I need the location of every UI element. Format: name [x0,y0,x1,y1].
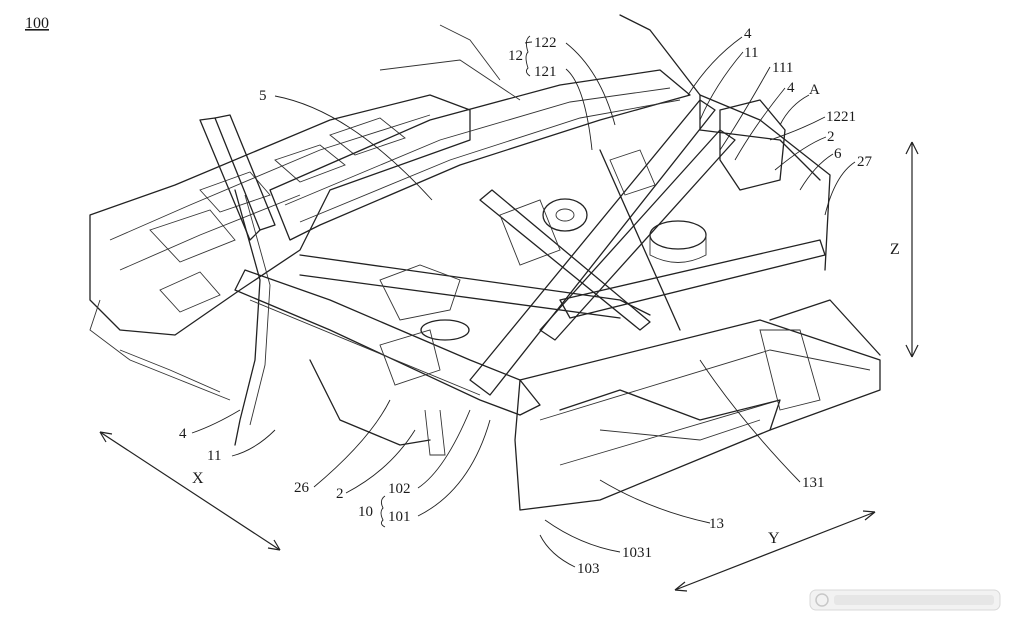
label-103: 103 [577,561,600,577]
label-101: 101 [388,509,411,525]
label-27: 27 [857,154,873,170]
axis-label-z: Z [890,241,900,258]
label-1221: 1221 [826,109,856,125]
x-axis-arrow [99,431,281,551]
label-121: 121 [534,64,557,80]
label-2-right: 2 [827,129,835,145]
vehicle-frame-drawing [89,14,881,511]
label-12: 12 [508,48,523,64]
axis-label-x: X [192,470,204,487]
axis-label-y: Y [768,530,780,547]
label-2-bottom: 2 [336,486,344,502]
label-6: 6 [834,146,842,162]
label-131: 131 [802,475,825,491]
label-10: 10 [358,504,373,520]
label-4-top: 4 [744,26,752,42]
label-111: 111 [772,60,793,76]
reference-labels: 100 5 12 122 121 4 11 111 4 A 1221 2 6 2… [25,15,900,577]
label-1031: 1031 [622,545,652,561]
label-4-left: 4 [179,426,187,442]
leader-lines [191,35,856,568]
label-11-left: 11 [207,448,221,464]
label-26: 26 [294,480,310,496]
label-102: 102 [388,481,411,497]
label-A: A [809,82,820,98]
label-4-right: 4 [787,80,795,96]
label-13: 13 [709,516,724,532]
label-11-top: 11 [744,45,758,61]
axis-arrows [99,141,919,592]
label-122: 122 [534,35,557,51]
figure-id-label: 100 [25,15,49,32]
label-5: 5 [259,88,267,104]
z-axis-arrow [905,141,919,358]
watermark [808,586,1002,614]
y-axis-arrow [674,510,876,592]
